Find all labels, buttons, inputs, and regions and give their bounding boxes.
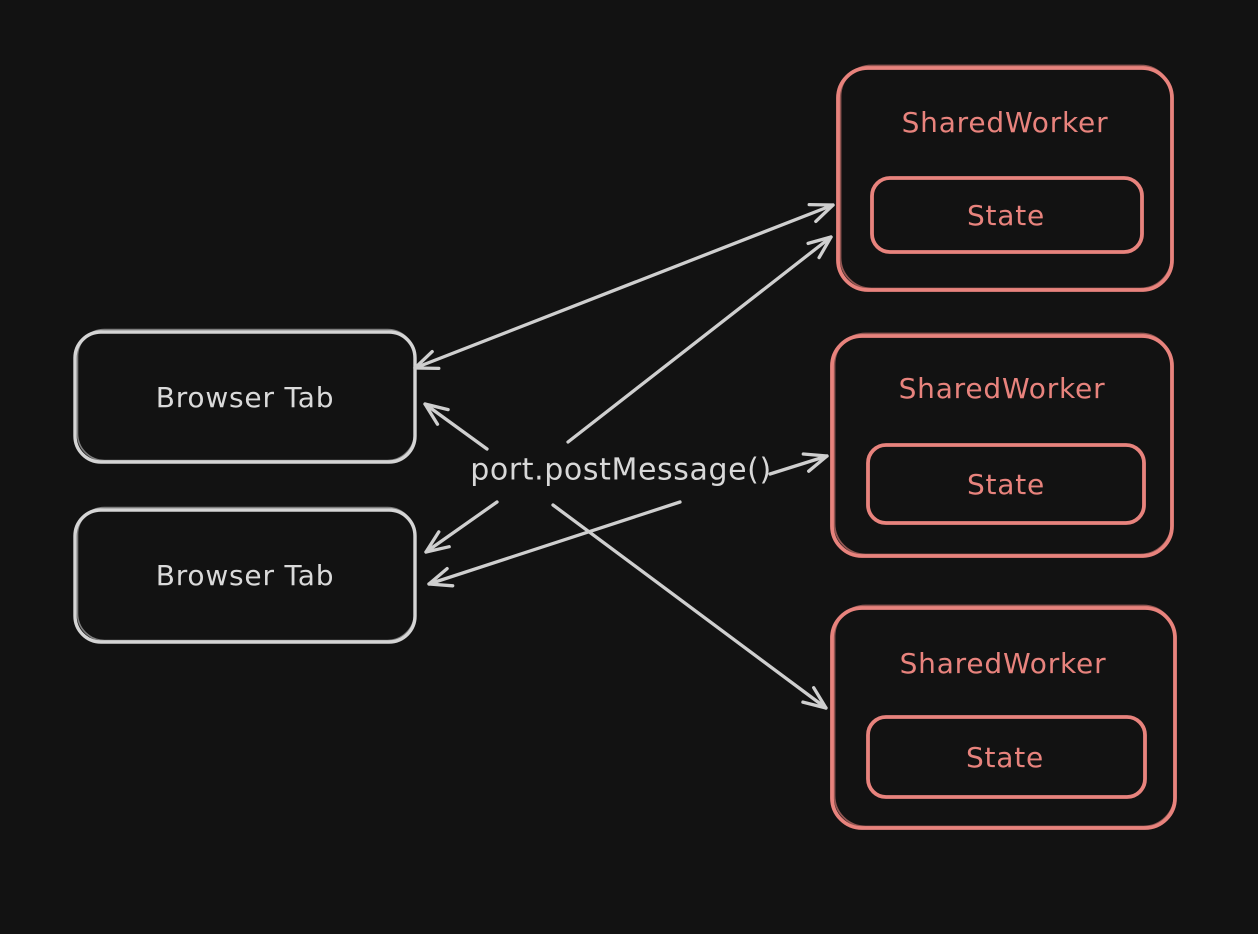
center-label: port.postMessage(): [470, 453, 772, 488]
browser-tab-label: Browser Tab: [156, 381, 335, 414]
arrow-tab1-worker1-bidirectional: [413, 202, 835, 371]
arrow-center-to-worker3: [551, 503, 828, 710]
arrowhead-into-worker1: [806, 235, 833, 260]
shared-worker-node-3: SharedWorker State: [830, 604, 1177, 830]
browser-tab-box-sketch: [76, 506, 416, 642]
browser-tab-node-2: Browser Tab: [73, 506, 417, 644]
arrowhead-into-worker3: [801, 686, 828, 710]
shared-worker-box-sketch: [833, 332, 1173, 556]
arrowhead-into-tab2: [424, 530, 451, 554]
state-label: State: [967, 468, 1045, 501]
state-label: State: [966, 741, 1044, 774]
shared-worker-box-sketch: [833, 604, 1176, 828]
shared-worker-label: SharedWorker: [899, 372, 1106, 405]
state-box: [870, 176, 1144, 254]
shared-worker-box-sketch: [839, 64, 1173, 290]
arrow-center-to-tab1: [423, 402, 489, 451]
arrow-center-to-tab2-upper: [424, 500, 499, 554]
arrow-center-to-worker2: [768, 452, 829, 476]
shared-worker-label: SharedWorker: [900, 647, 1107, 680]
arrowhead-into-worker1: [807, 202, 835, 224]
browser-tab-box-sketch: [76, 328, 416, 462]
arrows: [413, 202, 835, 710]
arrow-center-to-worker1: [566, 235, 833, 444]
browser-tab-node-1: Browser Tab: [73, 328, 417, 464]
arrowhead-into-tab1: [423, 402, 450, 426]
arrowhead-into-tab1: [413, 349, 441, 371]
arrowhead-into-tab2: [427, 566, 455, 588]
state-label: State: [967, 199, 1045, 232]
shared-worker-node-2: SharedWorker State: [830, 332, 1174, 558]
shared-worker-node-1: SharedWorker State: [836, 64, 1174, 292]
arrow-center-to-tab2-lower: [427, 500, 682, 588]
shared-worker-label: SharedWorker: [902, 106, 1109, 139]
state-box: [866, 443, 1146, 525]
arrowhead-into-worker2: [801, 452, 829, 473]
state-box: [866, 715, 1147, 799]
browser-tab-label: Browser Tab: [156, 559, 335, 592]
